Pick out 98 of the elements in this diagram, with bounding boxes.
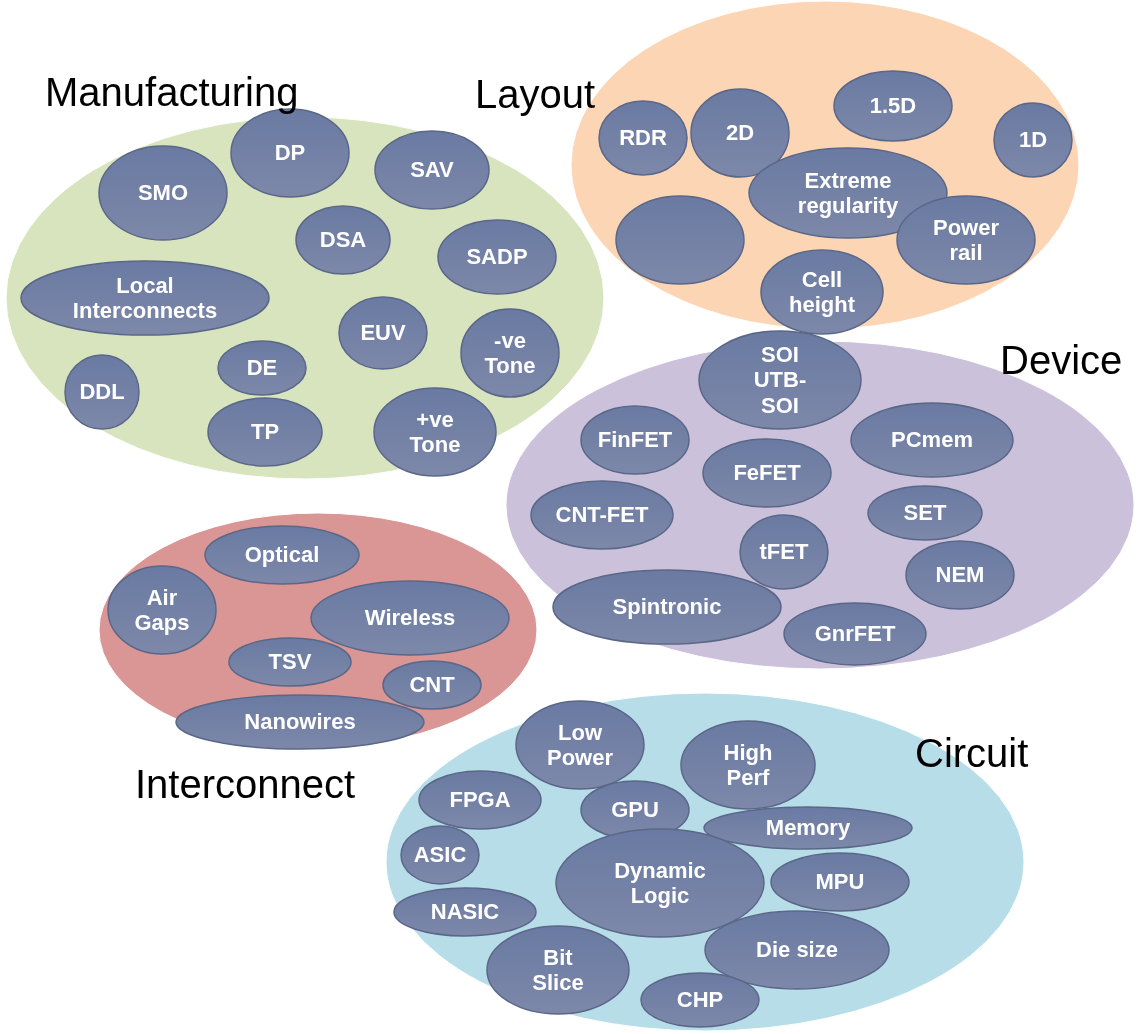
topic-label: Extreme regularity <box>796 167 900 219</box>
topic-ellipse <box>207 397 323 467</box>
topic-label: Local Interconnects <box>71 272 219 324</box>
topic-ellipse <box>698 330 862 430</box>
topic-label: SMO <box>136 180 190 206</box>
topic-ellipse <box>580 405 690 475</box>
topic-label: Bit Slice <box>531 944 585 996</box>
topic-ellipse <box>374 130 490 210</box>
topic-label: +ve Tone <box>408 406 462 458</box>
topic-ellipse <box>896 195 1036 285</box>
topic-label: 1D <box>1017 127 1049 153</box>
topic-label: DE <box>245 355 279 381</box>
topic-label: CNT <box>408 672 456 698</box>
topic-label: Low Power <box>546 719 614 771</box>
group-title: Layout <box>475 74 596 114</box>
group-title: Interconnect <box>135 764 356 804</box>
topic-ellipse <box>783 602 927 666</box>
topic-label: Air Gaps <box>133 584 191 636</box>
topic-ellipse <box>867 485 983 541</box>
topic-label: SOI UTB-SOI <box>752 342 808 418</box>
topic-ellipse <box>175 694 425 750</box>
topic-ellipse <box>530 480 674 550</box>
topic-label: DSA <box>318 227 368 253</box>
topic-ellipse <box>20 260 270 336</box>
topic-label: FinFET <box>596 427 674 453</box>
topic-ellipse <box>739 514 829 590</box>
topic-ellipse <box>770 852 910 912</box>
topic-ellipse <box>680 720 816 810</box>
topic-ellipse <box>460 308 560 398</box>
topic-label: -ve Tone <box>483 327 537 379</box>
topic-ellipse <box>107 565 217 655</box>
category-ellipse <box>98 512 538 748</box>
topic-label: FPGA <box>448 787 512 813</box>
topic-label: DP <box>273 140 307 166</box>
topic-ellipse <box>217 340 307 396</box>
topic-label: CHP <box>675 987 725 1013</box>
topic-ellipse <box>703 806 913 850</box>
topic-label: PCmem <box>890 427 974 453</box>
topic-ellipse <box>905 540 1015 610</box>
topic-ellipse <box>400 825 480 885</box>
topic-ellipse <box>598 100 688 176</box>
topic-ellipse <box>760 249 884 335</box>
topic-label: Power rail <box>932 214 1000 266</box>
topic-label: Optical <box>243 542 321 568</box>
topic-ellipse <box>310 580 510 656</box>
topic-label: High Perf <box>722 739 774 791</box>
topic-label: Die size <box>755 937 839 963</box>
topic-ellipse <box>993 102 1073 178</box>
topic-label: ASIC <box>412 842 468 868</box>
topic-ellipse <box>437 219 557 295</box>
topic-ellipse <box>64 354 140 430</box>
topic-label: CNT-FET <box>554 502 650 528</box>
topic-label: TSV <box>267 649 313 675</box>
topic-label: tFET <box>758 539 810 565</box>
topic-ellipse <box>204 525 360 585</box>
topic-label: TP <box>249 419 281 445</box>
topic-label: EUV <box>359 320 407 346</box>
group-title: Device <box>1000 340 1123 380</box>
topic-label: GPU <box>610 797 660 823</box>
topic-label: Spintronic <box>611 594 723 620</box>
topic-label: Wireless <box>363 605 457 631</box>
topic-ellipse <box>702 438 832 508</box>
topic-ellipse <box>555 828 765 938</box>
topic-label: 2D <box>724 120 756 146</box>
topic-ellipse <box>486 925 630 1015</box>
topic-label: Nanowires <box>243 709 357 735</box>
topic-ellipse <box>552 569 782 645</box>
topic-label: Dynamic Logic <box>613 857 707 909</box>
topic-ellipse <box>382 660 482 710</box>
topic-label: SET <box>902 500 948 526</box>
group-title: Circuit <box>915 733 1029 773</box>
topic-label: RDR <box>618 125 668 151</box>
topic-ellipse <box>295 205 391 275</box>
topic-label: SAV <box>409 157 455 183</box>
topic-ellipse <box>228 637 352 687</box>
topic-ellipse <box>338 296 428 370</box>
topic-label: FeFET <box>732 460 802 486</box>
topic-label: NASIC <box>429 899 501 925</box>
group-title: Manufacturing <box>45 72 299 112</box>
topic-ellipse <box>515 700 645 790</box>
topic-label: Cell height <box>788 266 856 318</box>
topic-ellipse <box>98 145 228 241</box>
topic-label: GnrFET <box>813 621 897 647</box>
topic-ellipse <box>615 195 745 285</box>
topic-label: 1.5D <box>868 93 918 119</box>
topic-ellipse <box>393 887 537 937</box>
topic-label: SADP <box>465 244 529 270</box>
topic-ellipse <box>418 770 542 830</box>
topic-ellipse <box>373 387 497 477</box>
topic-ellipse <box>690 88 790 178</box>
topic-label: Memory <box>764 815 852 841</box>
topic-label: DDL <box>78 379 126 405</box>
topic-ellipse <box>833 70 953 142</box>
topic-ellipse <box>850 402 1014 478</box>
topic-ellipse <box>704 910 890 990</box>
topic-label: NEM <box>934 562 986 588</box>
topic-label: MPU <box>814 869 866 895</box>
topic-ellipse <box>640 972 760 1028</box>
